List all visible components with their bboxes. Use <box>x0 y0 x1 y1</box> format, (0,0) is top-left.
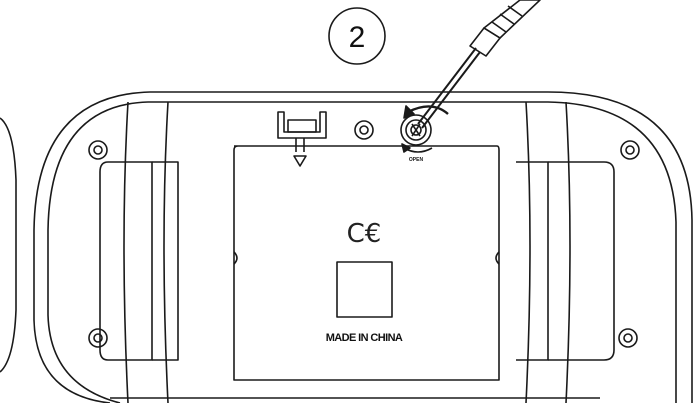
screwdriver-icon <box>417 0 541 129</box>
screw-icon <box>88 328 108 348</box>
battery-cover-notch-right <box>495 251 500 265</box>
rotation-arrow-icon <box>401 105 449 153</box>
ce-mark: C€ <box>347 219 382 249</box>
screw-icon <box>618 328 638 348</box>
label-square <box>336 261 393 318</box>
step-circle <box>328 7 386 65</box>
right-side-recess-outer <box>548 161 615 361</box>
open-label: OPEN <box>409 157 424 163</box>
device-body-inner <box>47 101 677 403</box>
screw-icon <box>354 120 374 140</box>
screw-icon <box>88 140 108 160</box>
made-in-label: MADE IN CHINA <box>326 332 403 344</box>
left-grip-curve <box>123 101 169 403</box>
neighbor-device-edge <box>0 117 17 373</box>
battery-cover-latch-icon <box>277 111 327 167</box>
step-number: 2 <box>349 21 366 54</box>
battery-cover-notch-left <box>233 251 238 265</box>
screw-icon <box>620 140 640 160</box>
battery-cover <box>233 145 500 381</box>
cover-screw <box>400 114 432 146</box>
right-grip-curve <box>525 101 571 403</box>
left-side-recess-outer <box>99 161 153 361</box>
device-body-outer <box>33 91 693 403</box>
right-side-recess-inner <box>516 161 549 361</box>
